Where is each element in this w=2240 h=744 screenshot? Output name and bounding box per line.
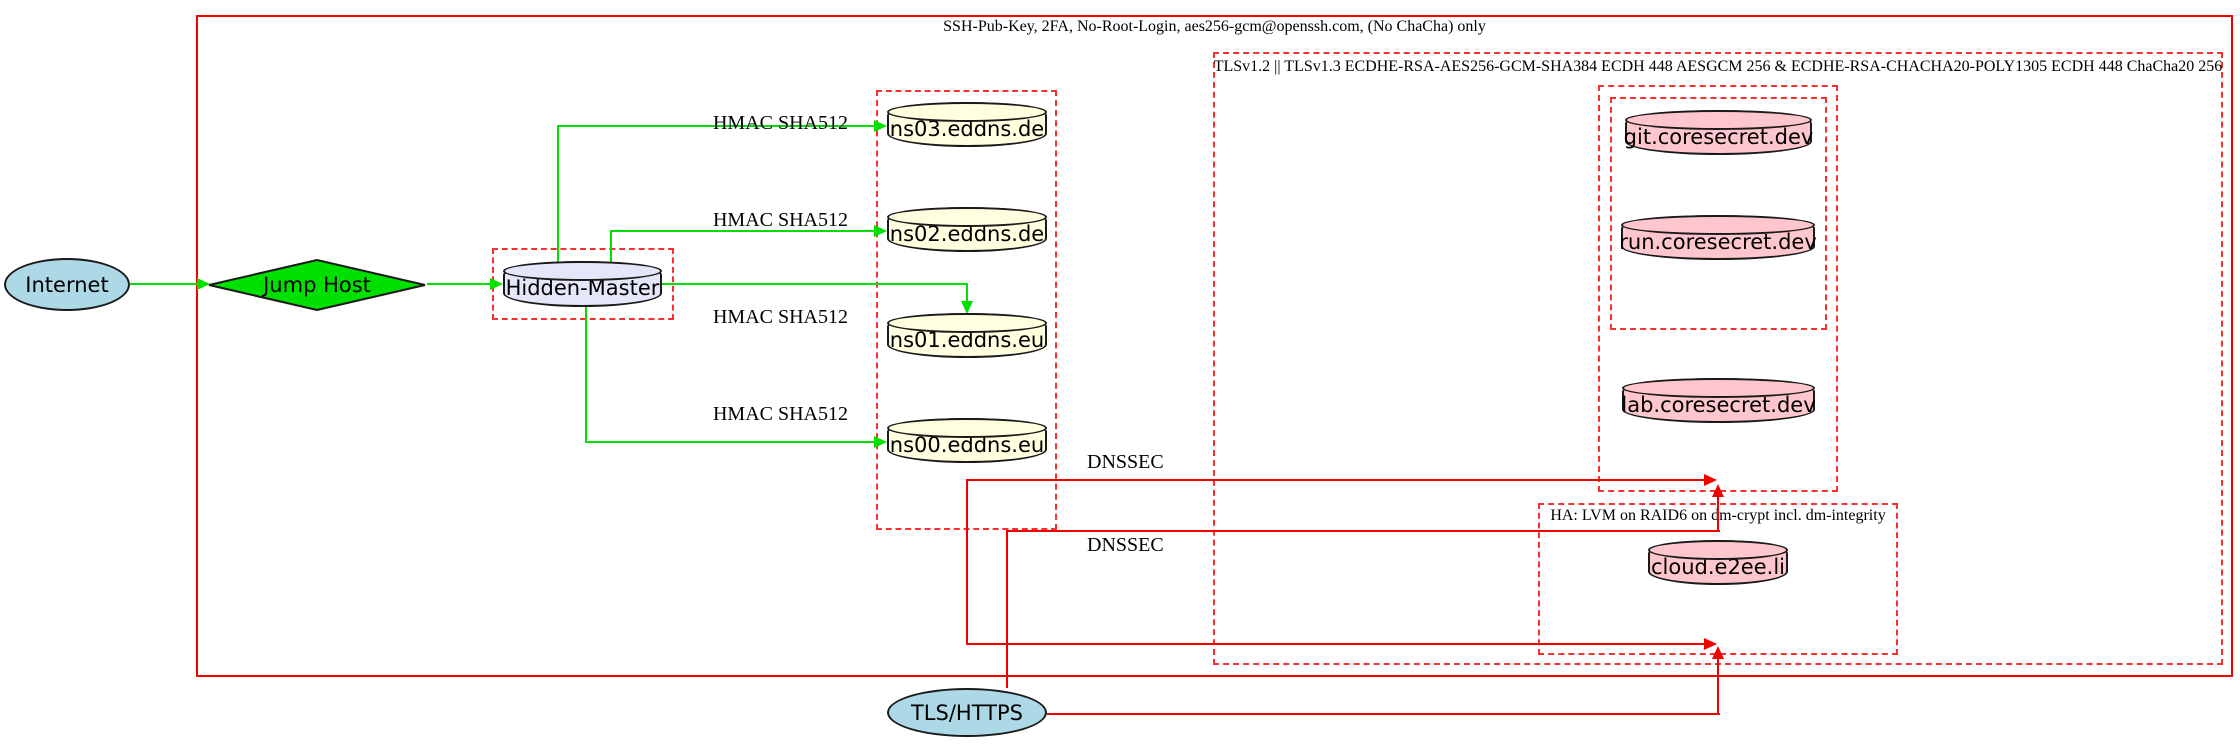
node-tls-https-label: TLS/HTTPS — [910, 700, 1023, 725]
node-ns01: ns01.eddns.eu — [887, 313, 1047, 358]
ssh-cluster-label: SSH-Pub-Key, 2FA, No-Root-Login, aes256-… — [943, 18, 1486, 35]
edge-tls-ha-line-h — [1047, 713, 1720, 715]
node-jump-host-label: Jump Host — [263, 273, 371, 297]
node-cloud-e2ee: cloud.e2ee.li — [1648, 540, 1788, 585]
node-hidden-master-label: Hidden-Master — [505, 276, 660, 300]
edge-master-ns03-line-h — [557, 125, 874, 127]
edge-internet-jumphost-arrowhead — [197, 278, 210, 290]
edge-master-ns01-line-v — [966, 283, 968, 302]
hmac-label-ns03: HMAC SHA512 — [712, 112, 848, 134]
edge-master-ns00-arrowhead — [874, 436, 887, 448]
node-ns00-label: ns00.eddns.eu — [889, 432, 1045, 457]
node-lab-coresecret-label: lab.coresecret.dev — [1621, 392, 1816, 417]
node-ns02-label: ns02.eddns.de — [889, 221, 1045, 246]
hmac-label-ns01: HMAC SHA512 — [712, 306, 848, 328]
node-cloud-e2ee-label: cloud.e2ee.li — [1650, 554, 1785, 579]
edge-master-ns03-line-v — [557, 125, 559, 262]
edge-internet-jumphost-line — [130, 283, 197, 285]
edge-tls-ha-line-v — [1717, 658, 1719, 713]
node-internet: Internet — [4, 258, 130, 311]
node-hidden-master: Hidden-Master — [503, 261, 662, 307]
tls-cluster-label: TLSv1.2 || TLSv1.3 ECDHE-RSA-AES256-GCM-… — [1213, 58, 2223, 75]
node-jump-host: Jump Host — [207, 259, 427, 311]
node-ns02: ns02.eddns.de — [887, 207, 1047, 252]
edge-dnssec-coresecret-line-h — [966, 479, 1705, 481]
edge-master-ns02-line-h — [610, 230, 874, 232]
edge-jumphost-master-line — [427, 283, 490, 285]
edge-tls-coresecret-line-v2 — [1717, 496, 1719, 530]
node-ns00: ns00.eddns.eu — [887, 418, 1047, 463]
node-tls-https: TLS/HTTPS — [887, 688, 1047, 737]
node-git-coresecret-label: git.coresecret.dev — [1623, 124, 1814, 149]
jump-host-diamond-shape — [208, 259, 426, 311]
node-run-coresecret: run.coresecret.dev — [1619, 215, 1817, 260]
hmac-label-ns02: HMAC SHA512 — [712, 209, 848, 231]
node-ns01-label: ns01.eddns.eu — [889, 327, 1045, 352]
edge-master-ns01-arrowhead — [961, 301, 973, 314]
edge-jumphost-master-arrowhead — [490, 278, 503, 290]
node-ns03-label: ns03.eddns.de — [889, 116, 1045, 141]
dnssec-label-1: DNSSEC — [1087, 451, 1164, 473]
dnssec-label-2: DNSSEC — [1087, 534, 1164, 556]
node-run-coresecret-label: run.coresecret.dev — [1619, 229, 1817, 254]
node-internet-label: Internet — [25, 272, 109, 297]
edge-dnssec-trunk-line-v — [966, 479, 968, 645]
edge-master-ns00-line-h — [585, 441, 874, 443]
edge-master-ns01-line-h — [662, 283, 968, 285]
node-ns03: ns03.eddns.de — [887, 102, 1047, 147]
node-git-coresecret: git.coresecret.dev — [1623, 110, 1814, 155]
edge-tls-coresecret-line-h — [1006, 530, 1720, 532]
coresecret-inner-cluster-box — [1610, 97, 1827, 330]
edge-dnssec-ha-line-h — [966, 643, 1705, 645]
hmac-label-ns00: HMAC SHA512 — [712, 403, 848, 425]
ssh-cluster-box — [196, 15, 2233, 677]
edge-master-ns02-line-v — [610, 230, 612, 262]
edge-master-ns00-line-v — [585, 307, 587, 442]
edge-tls-ha-arrowhead — [1712, 646, 1724, 659]
edge-tls-coresecret-arrowhead — [1712, 484, 1724, 497]
edge-tls-coresecret-line-v1 — [1006, 530, 1008, 688]
edge-dnssec-coresecret-arrowhead — [1704, 474, 1717, 486]
edge-master-ns02-arrowhead — [874, 225, 887, 237]
node-lab-coresecret: lab.coresecret.dev — [1621, 378, 1816, 423]
edge-master-ns03-arrowhead — [874, 120, 887, 132]
